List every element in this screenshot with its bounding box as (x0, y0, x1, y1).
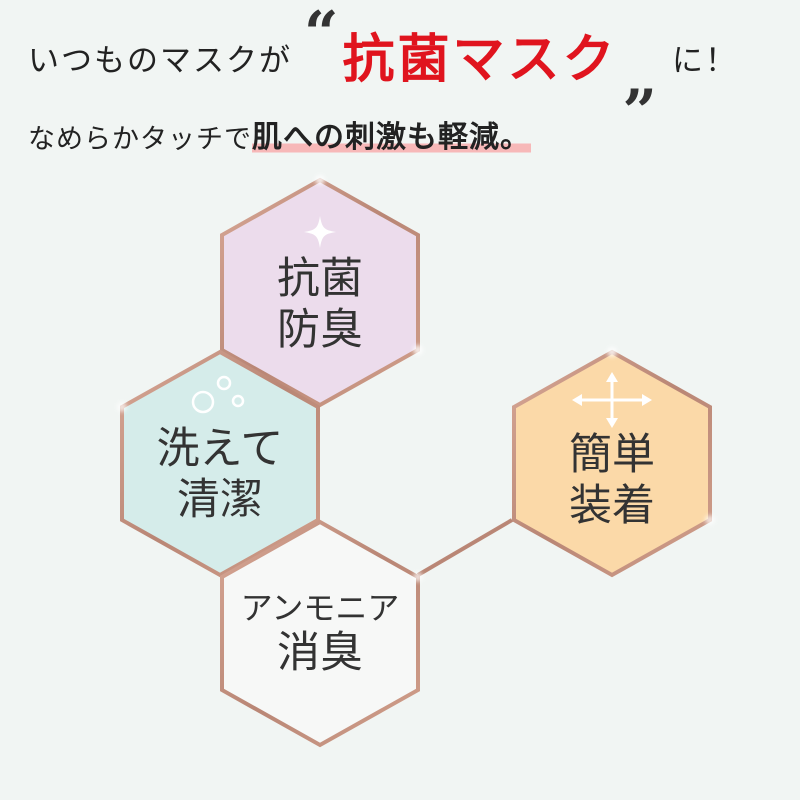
subheadline-prefix: なめらかタッチで (28, 124, 252, 155)
headline-prefix: いつものマスクが (28, 43, 292, 79)
bubbles-icon (191, 375, 245, 414)
feature-easy-wear-line1: 簡単 (569, 430, 655, 480)
feature-ammonia-line1: アンモニア (240, 589, 400, 627)
connector-line (416, 518, 514, 577)
open-quote-mark: “ (304, 0, 339, 69)
hexagon-antibacterial (220, 177, 420, 408)
headline-suffix: に！ (672, 43, 739, 79)
feature-washable-line2: 清潔 (177, 474, 263, 525)
sparkle-icon (304, 216, 336, 248)
feature-label-antibacterial: 抗菌 防臭 (222, 254, 418, 355)
feature-easy-wear-line2: 装着 (569, 480, 655, 531)
subheadline-emphasis: 肌への刺激も軽減。 (252, 112, 531, 156)
feature-washable-line1: 洗えて (156, 424, 284, 474)
feature-label-ammonia: アンモニア 消臭 (222, 589, 418, 678)
feature-antibacterial-line1: 抗菌 (277, 254, 363, 304)
feature-label-washable: 洗えて 清潔 (122, 424, 318, 525)
headline-line-1: いつものマスクが “ 抗菌マスク „ に！ (28, 4, 739, 108)
feature-ammonia-line2: 消臭 (277, 627, 363, 678)
four-way-arrow-icon (572, 372, 652, 428)
feature-antibacterial-line2: 防臭 (277, 304, 363, 355)
headline: いつものマスクが “ 抗菌マスク „ に！ なめらかタッチで 肌への刺激も軽減。 (0, 0, 800, 170)
headline-highlight: 抗菌マスク (342, 30, 618, 90)
headline-line-2: なめらかタッチで 肌への刺激も軽減。 (28, 112, 531, 156)
feature-label-easy-wear: 簡単 装着 (514, 430, 710, 531)
hexagon-easy-wear (512, 349, 712, 578)
close-quote-mark: „ (623, 43, 659, 113)
